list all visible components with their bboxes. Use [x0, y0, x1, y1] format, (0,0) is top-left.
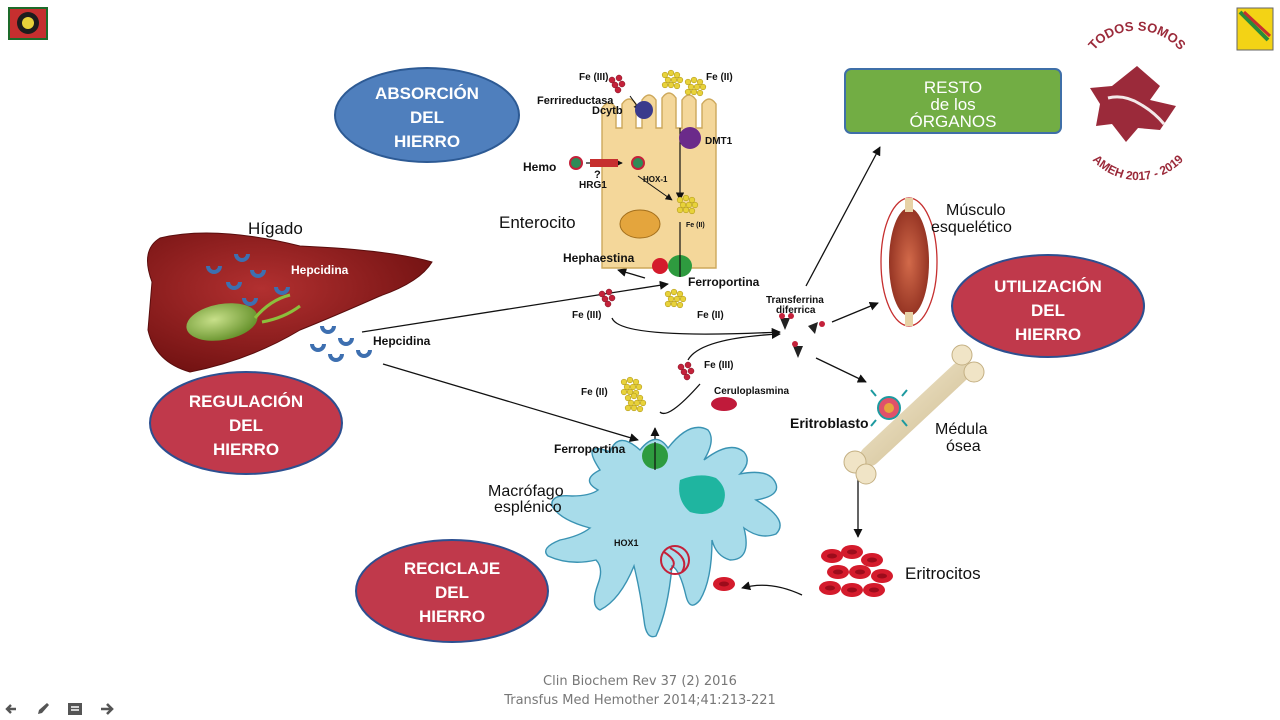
label-higado: Hígado: [248, 219, 303, 238]
pill-regulacion-l1: REGULACIÓN: [189, 392, 303, 411]
label-hemo: Hemo: [523, 160, 556, 174]
box-resto-l3: ÓRGANOS: [910, 112, 997, 131]
citation-line-1: Clin Biochem Rev 37 (2) 2016: [543, 674, 737, 689]
logo-bottom-text: AMEH 2017 - 2019: [1090, 152, 1186, 183]
label-hepcidina-liver: Hepcidina: [291, 263, 349, 277]
pill-regulacion-l3: HIERRO: [213, 440, 279, 459]
pill-absorcion-l2: DEL: [410, 108, 444, 127]
top-right-logo: [1236, 7, 1274, 51]
label-fe2-top: Fe (II): [706, 72, 733, 83]
pill-reciclaje-l2: DEL: [435, 583, 469, 602]
next-icon[interactable]: [96, 699, 118, 719]
label-hox1-macrophage: HOX1: [614, 538, 639, 548]
citation-line-2: Transfus Med Hemother 2014;41:213-221: [504, 693, 776, 708]
label-medula-2: ósea: [946, 438, 981, 455]
label-macrofago-2: esplénico: [494, 499, 562, 516]
label-ferroportina-macrophage: Ferroportina: [554, 442, 626, 456]
svg-text:TODOS SOMOS: TODOS SOMOS: [1085, 18, 1189, 53]
pill-reciclaje: RECICLAJE DEL HIERRO: [355, 539, 549, 643]
label-musculo-1: Músculo: [946, 202, 1006, 219]
pill-utilizacion-l1: UTILIZACIÓN: [994, 277, 1102, 296]
label-hephaestina: Hephaestina: [563, 251, 635, 265]
label-hepcidina: Hepcidina: [373, 334, 431, 348]
pill-regulacion: REGULACIÓN DEL HIERRO: [149, 371, 343, 475]
macrophage: [545, 426, 781, 638]
label-fe2-enterocyte: Fe (II): [686, 222, 705, 229]
arrows: [361, 146, 881, 596]
label-eritrocitos: Eritrocitos: [905, 564, 981, 583]
label-question: ?: [594, 169, 601, 181]
label-hox1-enterocyte: HOX-1: [643, 175, 668, 184]
pill-utilizacion: UTILIZACIÓN DEL HIERRO: [951, 254, 1145, 358]
label-fe2-mid: Fe (II): [697, 310, 724, 321]
pill-absorcion-l3: HIERRO: [394, 132, 460, 151]
top-left-logo: [8, 7, 48, 40]
labels: Hígado Hepcidina Hepcidina Enterocito Fe…: [248, 72, 1012, 583]
label-dcytb: Dcytb: [592, 105, 623, 117]
logo-top-text: TODOS SOMOS: [1085, 18, 1189, 53]
pill-reciclaje-l3: HIERRO: [419, 607, 485, 626]
label-macrofago-1: Macrófago: [488, 483, 564, 500]
label-fe3-mid: Fe (III): [572, 310, 601, 321]
label-enterocito: Enterocito: [499, 213, 576, 232]
label-diferrica: diferrica: [776, 305, 816, 316]
pen-icon[interactable]: [32, 699, 54, 719]
label-fe3-top: Fe (III): [579, 72, 608, 83]
femur: [843, 344, 985, 485]
pill-absorcion-l1: ABSORCIÓN: [375, 84, 479, 103]
label-ferrireductasa: Ferrireductasa: [537, 95, 614, 107]
box-resto: RESTO de los ÓRGANOS: [844, 68, 1062, 134]
label-fe3-ceruloplasmina: Fe (III): [704, 360, 733, 371]
label-ceruloplasmina: Ceruloplasmina: [714, 386, 789, 397]
pill-utilizacion-l2: DEL: [1031, 301, 1065, 320]
enterocyte: [569, 92, 717, 277]
label-musculo-2: esquelético: [931, 219, 1012, 236]
muscle: [880, 197, 938, 327]
notes-icon[interactable]: [64, 699, 86, 719]
ameh-logo: TODOS SOMOS AMEH 2017 - 2019: [1085, 18, 1189, 183]
erythroblast: [870, 389, 908, 427]
transferrin: [711, 313, 825, 411]
label-medula-1: Médula: [935, 421, 988, 438]
label-hrg1: HRG1: [579, 180, 607, 191]
pill-reciclaje-l1: RECICLAJE: [404, 559, 500, 578]
slide-nav-toolbar: [0, 698, 118, 720]
pill-utilizacion-l3: HIERRO: [1015, 325, 1081, 344]
label-eritroblasto: Eritroblasto: [790, 415, 869, 431]
pill-absorcion: ABSORCIÓN DEL HIERRO: [334, 67, 520, 163]
svg-text:AMEH 2017 - 2019: AMEH 2017 - 2019: [1090, 152, 1186, 183]
label-ferroportina-enterocyte: Ferroportina: [688, 275, 760, 289]
box-resto-l1: RESTO: [924, 78, 982, 97]
pill-regulacion-l2: DEL: [229, 416, 263, 435]
box-resto-l2: de los: [930, 95, 975, 114]
label-dmt1: DMT1: [705, 136, 733, 147]
label-transferrina: Transferrina: [766, 295, 824, 306]
label-fe2-macrophage: Fe (II): [581, 387, 608, 398]
liver: [147, 232, 433, 373]
prev-icon[interactable]: [0, 699, 22, 719]
